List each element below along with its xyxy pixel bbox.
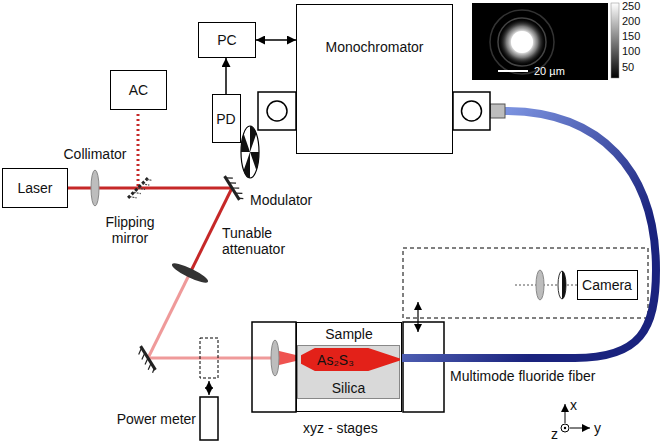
swap-arrow (417, 302, 418, 332)
entrance-slit (267, 101, 287, 121)
axis-label: z (551, 426, 558, 442)
z-axis-dot (564, 427, 566, 429)
camera-box: Camera (577, 270, 638, 300)
component-label: Modulator (250, 192, 312, 208)
power-meter-position (200, 338, 218, 378)
z-axis-symbol (561, 424, 569, 432)
color-bar (611, 3, 619, 78)
colorbar-tick: 200 (622, 15, 640, 27)
scale-bar-label: 20 µm (534, 65, 565, 77)
mirror (225, 173, 245, 201)
node-text: AC (129, 82, 148, 98)
component-label: Collimator (63, 146, 126, 162)
chopper-blade (241, 134, 250, 152)
entrance-port (258, 92, 296, 130)
component-label: Flipping mirror (98, 214, 162, 246)
exit-slit (462, 101, 482, 121)
mirror (135, 346, 155, 374)
waveguide-taper: As₂S₃ (301, 348, 400, 371)
y-axis-arrow (570, 428, 590, 429)
filter (558, 271, 566, 299)
mode-ring (498, 18, 546, 66)
axis-label: y (594, 420, 601, 436)
mode-spot (511, 31, 533, 53)
colorbar-tick: 50 (622, 61, 634, 73)
chopper (241, 126, 259, 178)
output-stage (403, 322, 444, 412)
component-label: xyz - stages (303, 420, 378, 436)
computer-box: PC (198, 22, 256, 58)
attenuator-disc (170, 260, 210, 286)
attenuated-beam (148, 273, 190, 358)
ac-beam (137, 111, 140, 186)
node-text: Sample (325, 326, 372, 342)
mirror-hatch (137, 348, 156, 374)
node-text: Monochromator (325, 39, 423, 55)
collimator-lens (91, 170, 99, 206)
flip-arrow (208, 381, 209, 395)
mode-image (472, 3, 608, 80)
node-text: PD (216, 111, 235, 127)
photodiode-box: PD (212, 94, 241, 143)
optical-axis (515, 285, 578, 286)
colorbar-tick: 100 (622, 45, 640, 57)
colorbar-tick: 150 (622, 30, 640, 42)
camera-option-frame (403, 248, 648, 318)
imaging-lens (536, 270, 544, 300)
monochromator-box: Monochromator (296, 4, 453, 154)
mode-ring (490, 10, 554, 74)
focusing-lens (271, 340, 279, 376)
chopper-blade (250, 126, 256, 152)
taper-shape (301, 348, 400, 371)
colorbar-tick: 250 (622, 0, 640, 12)
autocorrelator-box: AC (110, 70, 167, 110)
mirror-hatch (226, 175, 245, 201)
multimode-fiber (402, 111, 656, 358)
component-label: Power meter (117, 411, 196, 427)
chopper-blade (244, 152, 250, 178)
component-label: Multimode fluoride fiber (450, 368, 596, 384)
mirror-hatch (130, 177, 153, 200)
x-axis-arrow (565, 404, 566, 423)
input-stage (252, 322, 296, 412)
flipping-mirror (128, 177, 153, 202)
filter-dark-half (562, 271, 566, 299)
node-text: Silica (332, 380, 365, 396)
node-text: Laser (17, 180, 52, 196)
signal-arrow (256, 39, 296, 41)
attenuated-beam (148, 357, 275, 360)
signal-arrow (225, 58, 227, 94)
mode-glow (498, 18, 546, 66)
component-label: Tunable attenuator (222, 225, 296, 257)
chopper-disc (241, 126, 259, 178)
exit-port (453, 92, 490, 130)
sample-stage-box: SampleSilica As₂S₃ (296, 322, 402, 412)
silica-substrate: Silica As₂S₃ (297, 345, 400, 399)
power-meter-box (200, 397, 218, 440)
laser-box: Laser (2, 168, 68, 208)
chopper-blade (250, 152, 259, 170)
node-text: PC (217, 32, 236, 48)
fiber-connector (490, 104, 505, 118)
scale-bar (498, 70, 528, 72)
node-text: As₂S₃ (317, 352, 354, 368)
axis-label: x (570, 397, 577, 413)
node-text: Camera (582, 277, 632, 293)
